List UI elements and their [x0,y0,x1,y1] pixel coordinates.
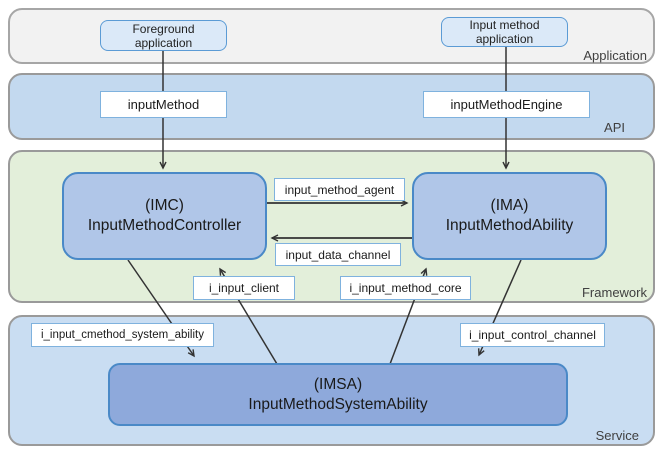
ima-label-line2: InputMethodAbility [445,217,574,234]
imc-node: (IMC) InputMethodController [62,172,267,260]
imc-label-line2: InputMethodController [87,217,242,234]
imsa-label-line2: InputMethodSystemAbility [248,395,428,413]
input-method-agent-edge-label: input_method_agent [274,178,405,201]
i-input-control-channel-edge-label: i_input_control_channel [460,323,605,347]
imc-label-line1: (IMC) [145,197,184,214]
input-method-application-label-line2: application [475,32,534,46]
i-input-method-core-edge-label: i_input_method_core [340,276,471,300]
input-data-channel-edge-label: input_data_channel [275,243,401,266]
framework-layer-label: Framework [581,285,647,300]
api-layer-label: API [604,120,625,135]
foreground-application-label-line1: Foreground [132,21,195,36]
i-input-client-edge-label: i_input_client [193,276,295,300]
input-method-application-node: Input method application [441,17,568,47]
input-method-application-label-line1: Input method [469,18,540,32]
inputmethod-api-label: inputMethod [100,91,227,118]
inputmethodengine-api-label: inputMethodEngine [423,91,590,118]
imsa-node: (IMSA) InputMethodSystemAbility [108,363,568,426]
i-input-cmethod-system-ability-edge-label: i_input_cmethod_system_ability [31,323,214,347]
ima-label-line1: (IMA) [490,197,529,214]
foreground-application-node: Foreground application [100,20,227,51]
service-layer-label: Service [595,428,639,443]
ima-node: (IMA) InputMethodAbility [412,172,607,260]
foreground-application-label-line2: application [134,35,193,50]
imsa-label-line1: (IMSA) [313,375,363,393]
application-layer-label: Application [583,48,647,63]
